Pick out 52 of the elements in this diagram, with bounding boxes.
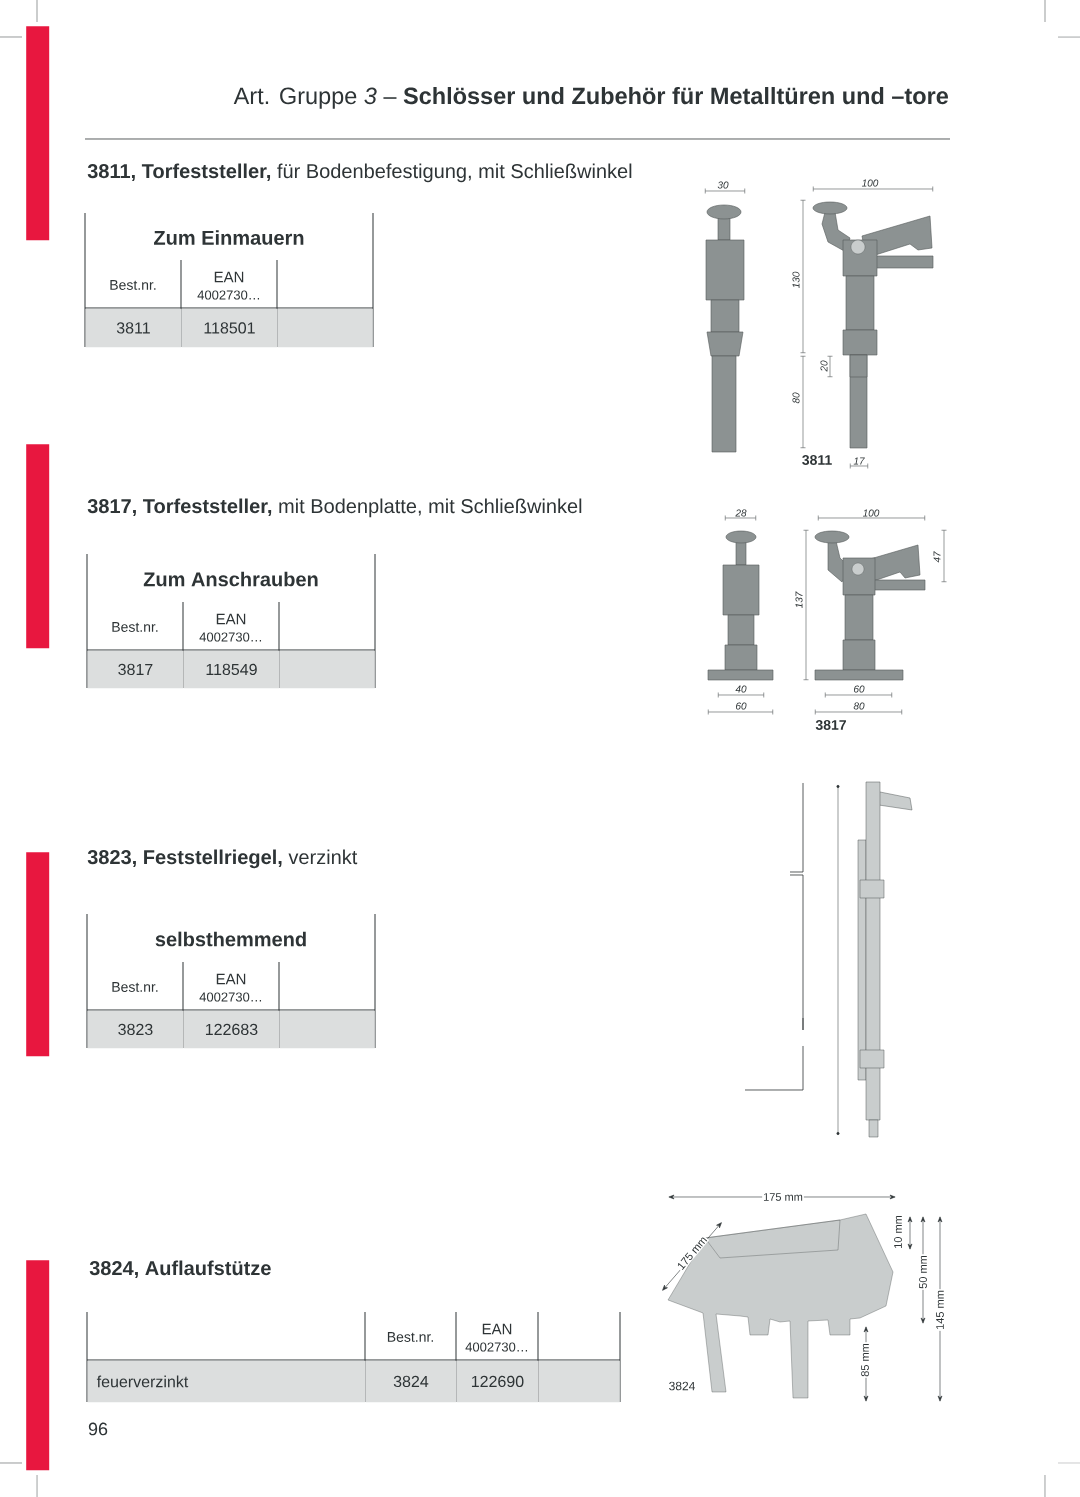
ean-code: 122690 <box>456 1360 539 1403</box>
dimension-label: 17 <box>853 457 865 465</box>
dimension-label: 60 <box>736 702 747 710</box>
ean-prefix: 4002730… <box>199 992 261 1002</box>
article-number: 3817 <box>87 650 184 689</box>
dimension-label: 80 <box>792 392 800 404</box>
article-number: 3823 <box>87 1010 184 1049</box>
dimension-label: 145 mm <box>935 1289 945 1331</box>
table-title: Zum Anschrauben <box>143 571 318 587</box>
column-header: EAN <box>216 613 246 625</box>
table-title: Zum Einmauern <box>154 230 304 245</box>
side-tab <box>26 26 50 241</box>
ean-prefix: 4002730… <box>465 1342 527 1352</box>
dimension-label: 47 <box>933 551 941 563</box>
dimension-label: 175 mm <box>762 1192 804 1202</box>
column-header: EAN <box>216 973 246 985</box>
ean-prefix: 4002730… <box>199 632 261 642</box>
ean-code: 122683 <box>183 1010 280 1049</box>
product-number: 3824 <box>669 1381 695 1391</box>
dimension-label: 80 <box>853 702 865 710</box>
ean-code: 118549 <box>183 650 280 689</box>
dimension-label: 85 mm <box>860 1342 870 1378</box>
side-tab <box>26 444 50 649</box>
dimension-label: 100 <box>862 509 880 517</box>
column-header: Best.nr. <box>387 1332 433 1342</box>
dimension-label: 60 <box>854 685 865 693</box>
ean-code: 118501 <box>181 308 278 348</box>
dimension-label: 130 <box>792 271 800 289</box>
dimension-label: 50 mm <box>918 1254 928 1290</box>
column-header: EAN <box>214 271 244 283</box>
dimension-label: 175 mm <box>674 1233 710 1273</box>
column-header: Best.nr. <box>112 982 158 992</box>
dimension-label: 30 <box>717 181 729 189</box>
ean-prefix: 4002730… <box>197 290 259 300</box>
column-header: EAN <box>482 1323 512 1335</box>
page-title: Art. Gruppe 3 – Schlösser und Zubehör für Metalltüren und –tore <box>233 86 948 109</box>
page-number: 96 <box>88 1422 108 1436</box>
dimension-label: 10 mm <box>893 1214 903 1250</box>
article-number: 3824 <box>365 1360 457 1403</box>
table-title: selbsthemmend <box>155 931 306 947</box>
side-tab <box>26 1260 50 1471</box>
dimension-label: 28 <box>735 509 747 517</box>
article-number: 3811 <box>85 308 182 348</box>
column-header: Best.nr. <box>110 280 156 290</box>
dimension-label: 137 <box>795 591 803 609</box>
product-number: 3811 <box>802 455 832 465</box>
dimension-label: 100 <box>861 179 879 187</box>
dimension-label: 40 <box>735 685 747 693</box>
product-number: 3817 <box>815 720 846 730</box>
dimension-label: 20 <box>820 360 828 372</box>
side-tab <box>26 852 50 1057</box>
column-header: Best.nr. <box>112 622 158 632</box>
